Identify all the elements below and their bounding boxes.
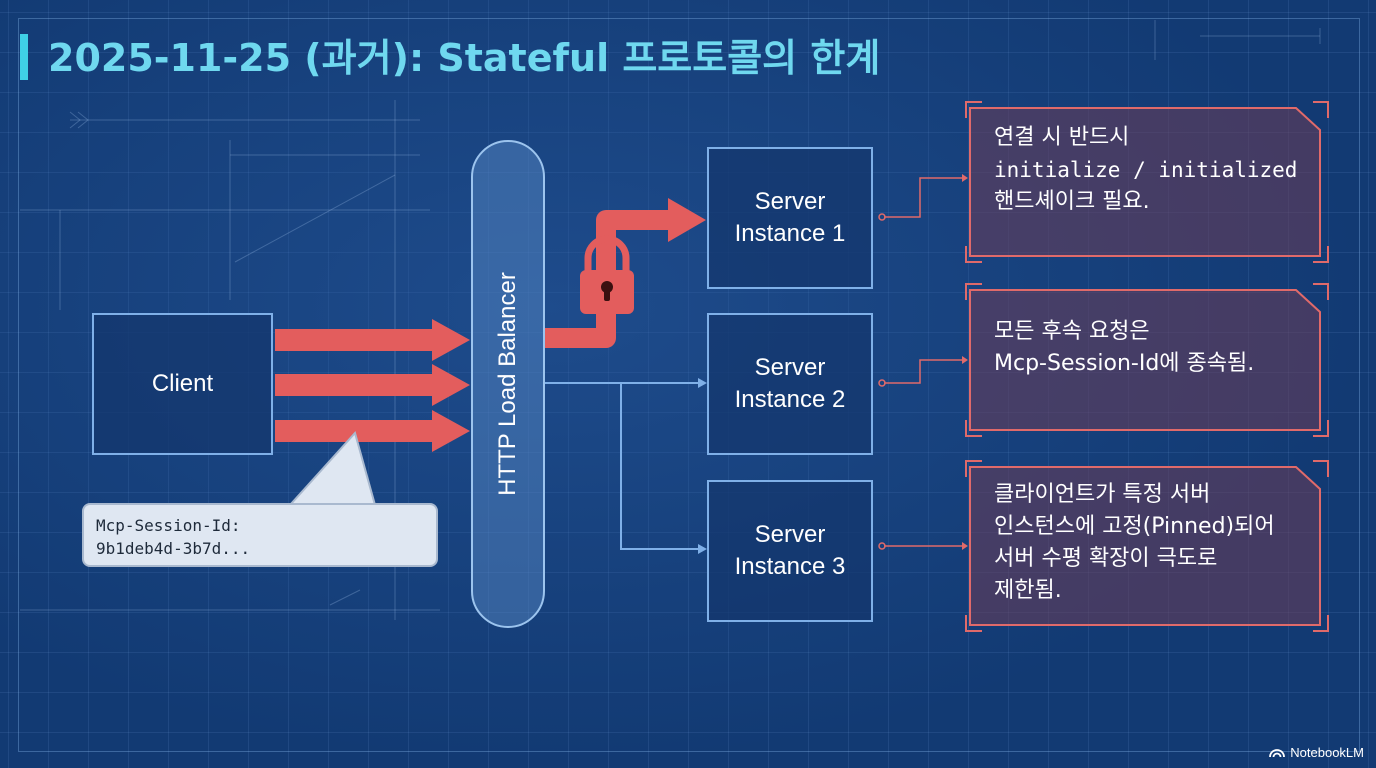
sticky-session-arrowhead — [668, 198, 706, 242]
note-3-line3: 서버 수평 확장이 극도로 — [994, 546, 1218, 571]
request-arrow-3 — [275, 410, 470, 452]
note-2-line1: 모든 후속 요청은 — [994, 319, 1150, 344]
page-title: 2025-11-25 (과거): Stateful 프로토콜의 한계 — [48, 36, 881, 80]
note-scaling-limit: 클라이언트가 특정 서버 인스턴스에 고정(Pinned)되어 서버 수평 확장… — [970, 467, 1320, 625]
note-3-line1: 클라이언트가 특정 서버 — [994, 482, 1211, 507]
connector-arrowhead-2 — [698, 378, 707, 388]
note-panel-1 — [969, 107, 1321, 257]
load-balancer-label: HTTP Load Balancer — [494, 272, 521, 496]
server-1-line2: Instance 1 — [734, 220, 846, 247]
note-panel-2 — [969, 289, 1321, 431]
lock-icon — [580, 235, 634, 314]
note-2-line2: Mcp-Session-Id에 종속됨. — [994, 351, 1255, 376]
idle-connectors — [545, 382, 698, 550]
title-accent-bar — [20, 34, 28, 80]
note-session-dependency: 모든 후속 요청은 Mcp-Session-Id에 종속됨. — [970, 290, 1320, 430]
server-1-line1: Server — [754, 188, 826, 215]
client-request-arrows — [275, 319, 470, 452]
session-id-key: Mcp-Session-Id: — [96, 516, 241, 535]
server-instance-3: Server Instance 3 — [707, 480, 873, 622]
server-2-line2: Instance 2 — [734, 386, 846, 413]
server-3-line2: Instance 3 — [734, 553, 846, 580]
diagram-frame — [18, 18, 1360, 752]
notebooklm-icon — [1269, 749, 1286, 758]
server-3-line1: Server — [754, 521, 826, 548]
blueprint-sketch — [20, 20, 1321, 620]
server-instance-1: Server Instance 1 — [707, 147, 873, 289]
note-panel-3 — [969, 466, 1321, 626]
brand-label: NotebookLM — [1290, 745, 1364, 760]
session-id-bubble: Mcp-Session-Id: 9b1deb4d-3b7d... — [82, 503, 438, 567]
session-id-value: 9b1deb4d-3b7d... — [96, 539, 251, 558]
note-3-line2: 인스턴스에 고정(Pinned)되어 — [994, 514, 1275, 539]
note-connectors — [884, 177, 962, 547]
load-balancer-node: HTTP Load Balancer — [471, 140, 545, 628]
request-arrow-2 — [275, 364, 470, 406]
note-handshake: 연결 시 반드시 initialize / initialized 핸드셰이크 … — [970, 108, 1320, 256]
bubble-pointer — [287, 430, 377, 506]
note-1-line1: 연결 시 반드시 — [994, 125, 1130, 150]
request-arrow-1 — [275, 319, 470, 361]
client-label: Client — [151, 370, 214, 397]
server-instance-2: Server Instance 2 — [707, 313, 873, 455]
client-node: Client — [92, 313, 273, 455]
brand-watermark: NotebookLM — [1269, 745, 1364, 760]
note-panels — [969, 107, 1321, 626]
note-1-line2: initialize / initialized — [994, 158, 1298, 182]
note-3-line4: 제한됨. — [994, 578, 1062, 603]
connector-arrowhead-3 — [698, 544, 707, 554]
note-1-line3: 핸드셰이크 필요. — [994, 189, 1150, 214]
server-2-line1: Server — [754, 354, 826, 381]
